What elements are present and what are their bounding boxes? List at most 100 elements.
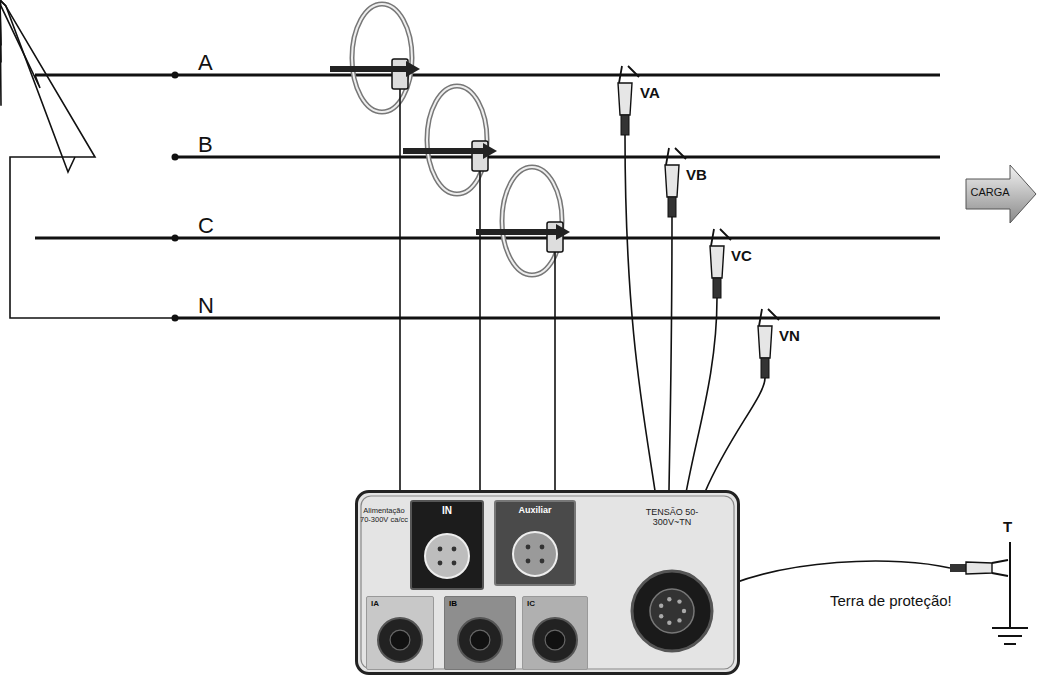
connector-pin [438, 547, 443, 552]
connector-pin [438, 561, 443, 566]
current-arrow [403, 148, 485, 154]
node-outline [445, 597, 517, 671]
voltage-probe-label: VC [731, 247, 752, 264]
node-label: Alimentação 70-300V ca/cc [360, 507, 408, 524]
neutral-current-input: IN [410, 500, 484, 590]
phase-conductor [35, 236, 940, 239]
current-input-jack: IB [444, 596, 516, 670]
current-input-jack: IC [522, 596, 588, 670]
flexible-current-clamp [427, 86, 487, 194]
current-arrow [476, 229, 558, 235]
auxiliary-input: Auxiliar [494, 500, 576, 586]
voltage-connector-core [650, 589, 694, 633]
clip-jaw [992, 560, 1008, 576]
earth-terminal-label: T [1003, 518, 1012, 535]
alligator-clip [665, 165, 679, 197]
current-arrow-head [483, 143, 497, 159]
clip-jaw [666, 148, 686, 165]
phase-conductor [35, 73, 940, 76]
node-label: IB [449, 599, 479, 608]
connector-pin [526, 559, 531, 564]
terminal-dot [172, 235, 179, 242]
clip-boot [621, 115, 629, 135]
flexible-current-clamp [427, 86, 487, 194]
voltage-probe-label: VN [779, 327, 800, 344]
current-arrow [330, 66, 408, 72]
connector-pin [677, 599, 681, 603]
connector-pin [682, 609, 686, 613]
connector-jack-core [470, 630, 490, 650]
connector-pin [540, 559, 545, 564]
connector-jack [533, 618, 577, 662]
earth-cable [705, 561, 950, 596]
earth-rod [1009, 542, 1011, 628]
connector-pin [677, 618, 681, 622]
node-label: IA [371, 599, 401, 608]
voltage-connector [632, 571, 712, 651]
terminal-dot [172, 315, 179, 322]
connector-pin [526, 545, 531, 550]
node-label: CARGA [968, 186, 1012, 199]
connector-socket [513, 532, 557, 576]
analyzer-housing: Alimentação 70-300V ca/cc IN AuxiliarIA IB I… [355, 490, 740, 675]
load-arrow: CARGA [966, 163, 1038, 225]
connector-pin [452, 561, 457, 566]
node-outline [367, 597, 435, 671]
flexible-current-clamp [352, 4, 412, 112]
clip-boot [950, 564, 966, 572]
ground-symbol [1004, 643, 1016, 645]
ground-symbol [992, 627, 1028, 629]
connector-pin [540, 545, 545, 550]
connector-jack [378, 618, 422, 662]
node-outline [523, 597, 589, 671]
earth-note: Terra de proteção! [830, 592, 952, 609]
flexible-current-clamp [502, 167, 562, 275]
connector-pin [452, 547, 457, 552]
flexible-current-clamp [352, 4, 412, 112]
voltage-input-connector: TENSÃO 50-300V~TN [610, 503, 734, 667]
phase-label: B [198, 132, 213, 158]
phase-label: N [198, 293, 214, 319]
terminal-dot [172, 72, 179, 79]
connector-pin [667, 597, 671, 601]
connector-pin [659, 604, 663, 608]
clip-boot [668, 197, 676, 217]
current-input-jack: IA [366, 596, 434, 670]
connector-socket [425, 534, 469, 578]
alligator-clip [618, 83, 632, 115]
connector-pin [659, 614, 663, 618]
connector-pin [667, 620, 671, 624]
node-label: Auxiliar [496, 505, 574, 515]
voltage-probe-label: VB [686, 166, 707, 183]
voltage-probe-label: VA [640, 84, 660, 101]
transformer-coil [0, 0, 75, 172]
flexible-current-clamp [502, 167, 562, 275]
phase-label: C [198, 213, 214, 239]
illustration-group [0, 0, 1028, 644]
clip-jaw [619, 66, 639, 83]
ground-symbol [998, 635, 1022, 637]
terminal-dot [172, 154, 179, 161]
alligator-clip [758, 326, 772, 358]
alligator-clip [710, 246, 724, 278]
node-label: TENSÃO 50-300V~TN [632, 507, 712, 528]
node-label: IN [412, 505, 482, 517]
phase-conductor [175, 155, 940, 158]
clip-boot [713, 278, 721, 298]
transformer-coil [0, 0, 95, 157]
phase-conductor [175, 316, 940, 319]
current-arrow-head [406, 61, 420, 77]
load-arrow-shape [966, 165, 1036, 223]
connector-jack-core [390, 630, 410, 650]
connector-jack-core [545, 630, 565, 650]
clip-jaw [759, 309, 779, 326]
connector-jack [458, 618, 502, 662]
current-arrow-head [556, 224, 570, 240]
node-label: IC [527, 599, 557, 608]
clamp-head [392, 59, 408, 89]
clip-boot [761, 358, 769, 378]
clip-jaw [711, 229, 731, 246]
housing-inner-border [361, 496, 734, 669]
phase-label: A [198, 50, 213, 76]
